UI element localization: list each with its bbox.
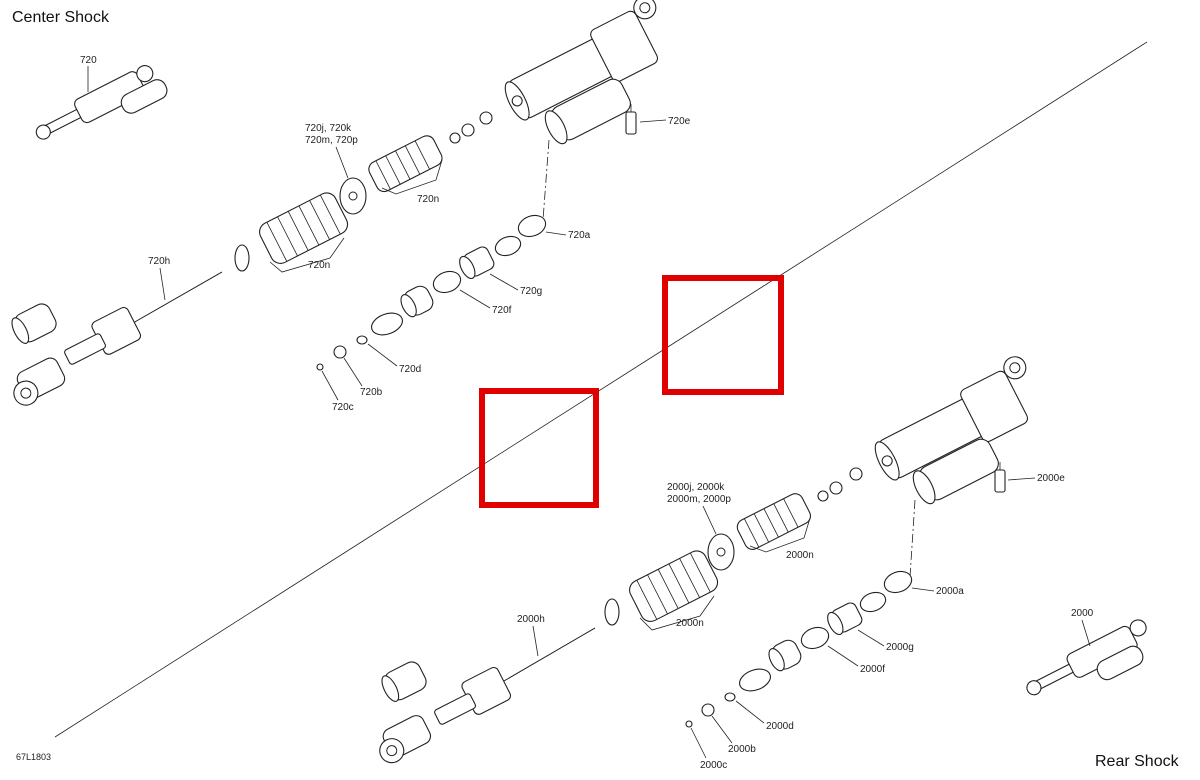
rear-shock-title: Rear Shock: [1095, 753, 1180, 770]
center-shock-group: 720 720e: [11, 0, 691, 413]
rear-piston-group-label-1: 2000j, 2000k: [667, 482, 725, 493]
center-valve-label: 720e: [668, 116, 691, 127]
rear-small-parts: 2000a 2000g 2000f 2000d 2000b: [685, 570, 964, 771]
rear-shim-lower-label: 2000n: [676, 618, 704, 629]
rear-shim-stack-upper: 2000n: [736, 467, 863, 561]
rear-assy-label: 2000: [1071, 608, 1094, 619]
center-shim-lower-label: 720n: [308, 260, 330, 271]
center-small-parts: 720a 720g 720f 720d 720b: [316, 214, 591, 413]
rear-shim-upper-label: 2000n: [786, 550, 814, 561]
center-piston-group: 720j, 720k 720m, 720p: [305, 123, 367, 215]
center-shock-title: Center Shock: [12, 9, 110, 26]
rear-oring-label: 2000a: [936, 586, 964, 597]
center-shaft-label: 720h: [148, 256, 170, 267]
rear-screw-label: 2000c: [700, 760, 727, 771]
rear-nut-label: 2000b: [728, 744, 756, 755]
center-shim-stack-lower: 720n: [234, 192, 349, 273]
rear-washer-label: 2000d: [766, 721, 794, 732]
rear-shock-group: 2000e 2000h: [379, 356, 1147, 771]
highlight-box-upper: [662, 275, 784, 395]
rear-shock-thumbnail: 2000: [1026, 608, 1147, 696]
center-shim-upper-label: 720n: [417, 194, 439, 205]
rear-shock-body: 2000e: [874, 356, 1065, 505]
center-piston-label: 720g: [520, 286, 542, 297]
rear-shaft-label: 2000h: [517, 614, 545, 625]
center-piston-group-label-2: 720m, 720p: [305, 135, 358, 146]
section-divider-line: [54, 41, 1148, 738]
center-washer-label: 720d: [399, 364, 421, 375]
center-ring-label: 720f: [492, 305, 512, 316]
rear-piston-group-label-2: 2000m, 2000p: [667, 494, 731, 505]
center-oring-label: 720a: [568, 230, 591, 241]
center-screw-label: 720c: [332, 402, 354, 413]
rear-piston-label: 2000g: [886, 642, 914, 653]
center-nut-label: 720b: [360, 387, 383, 398]
center-shim-stack-upper: 720n: [368, 111, 493, 205]
rear-shim-stack-lower: 2000n: [604, 550, 719, 631]
rear-piston-group: 2000j, 2000k 2000m, 2000p: [667, 482, 735, 571]
highlight-box-lower: [479, 388, 599, 508]
center-shock-body: 720e: [504, 0, 691, 145]
rear-shaft: 2000h: [379, 614, 596, 764]
rear-ring-label: 2000f: [860, 664, 885, 675]
center-shock-thumbnail: 720: [35, 55, 168, 140]
center-assy-label: 720: [80, 55, 97, 66]
rear-valve-label: 2000e: [1037, 473, 1065, 484]
center-piston-group-label-1: 720j, 720k: [305, 123, 352, 134]
center-shaft: 720h: [11, 256, 223, 406]
drawing-code: 67L1803: [16, 752, 51, 762]
